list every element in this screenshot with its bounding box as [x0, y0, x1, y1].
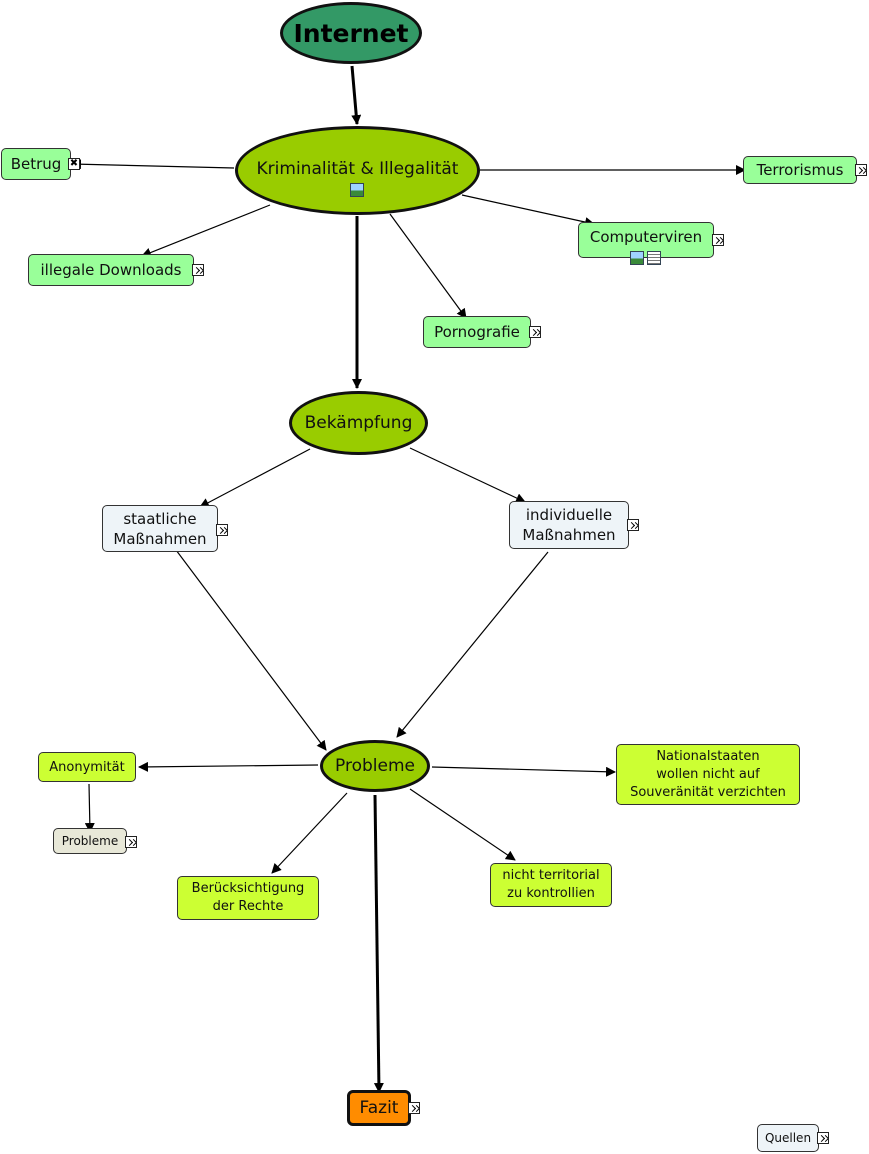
double-chevron-icon[interactable]: [627, 519, 639, 531]
link-probleme-fazit: [373, 794, 384, 1093]
concept-probleme[interactable]: Probleme: [320, 740, 430, 792]
concept-nationalstaaten[interactable]: Nationalstaaten wollen nicht auf Souverä…: [616, 744, 800, 805]
link-bekaempfung-individuelle: [409, 447, 526, 503]
concept-anonymitaet[interactable]: Anonymität: [38, 752, 136, 782]
link-individuelle-probleme: [396, 551, 549, 738]
concept-computerviren[interactable]: Computerviren: [578, 222, 714, 258]
concept-fazit[interactable]: Fazit: [347, 1090, 411, 1126]
link-kriminalitaet-pornografie: [389, 213, 467, 319]
double-chevron-icon[interactable]: [817, 1132, 829, 1144]
link-probleme-beruecksichtigung: [271, 792, 348, 874]
link-kriminalitaet-betrug: [71, 159, 235, 170]
concept-internet[interactable]: Internet: [280, 2, 422, 64]
concept-staatliche-label: staatliche Maßnahmen: [113, 509, 207, 548]
concept-pornografie-label: Pornografie: [434, 323, 520, 341]
concept-computerviren-label: Computerviren: [589, 228, 703, 246]
concept-nicht-territorial-label: nicht territorial zu kontrollien: [502, 868, 600, 901]
concept-terrorismus-label: Terrorismus: [756, 161, 844, 179]
double-chevron-icon[interactable]: [408, 1102, 420, 1114]
concept-beruecksichtigung[interactable]: Berücksichtigung der Rechte: [177, 876, 319, 920]
concept-fazit-label: Fazit: [359, 1098, 399, 1118]
link-probleme-nationalstaaten: [431, 766, 616, 777]
link-internet-kriminalitaet: [350, 65, 362, 125]
image-icon[interactable]: [350, 183, 364, 197]
concept-kriminalitaet[interactable]: Kriminalität & Illegalität: [235, 126, 480, 215]
concept-nicht-territorial[interactable]: nicht territorial zu kontrollien: [490, 863, 612, 907]
concept-quellen[interactable]: Quellen: [757, 1124, 819, 1152]
concept-quellen-label: Quellen: [764, 1131, 812, 1145]
concept-illegale-downloads[interactable]: illegale Downloads: [28, 254, 194, 286]
concept-bekaempfung-label: Bekämpfung: [304, 413, 413, 433]
link-anonymitaet-probleme: [84, 783, 95, 833]
concept-kriminalitaet-label: Kriminalität & Illegalität: [256, 159, 459, 179]
concept-pornografie[interactable]: Pornografie: [423, 316, 531, 348]
concept-nationalstaaten-label: Nationalstaaten wollen nicht auf Souverä…: [630, 748, 786, 800]
link-kriminalitaet-computerviren: [461, 194, 595, 227]
concept-betrug-label: Betrug: [10, 155, 62, 173]
double-chevron-icon[interactable]: [192, 264, 204, 276]
double-chevron-icon[interactable]: [216, 524, 228, 536]
concept-probleme-sub-label: Probleme: [61, 834, 119, 848]
document-icon[interactable]: [647, 251, 661, 265]
concept-individuelle-label: individuelle Maßnahmen: [522, 506, 616, 544]
concept-betrug[interactable]: Betrug: [1, 148, 71, 180]
concept-probleme-label: Probleme: [335, 756, 415, 776]
double-chevron-icon[interactable]: [529, 326, 541, 338]
double-chevron-icon[interactable]: [125, 836, 137, 848]
concept-illegale-downloads-label: illegale Downloads: [40, 261, 182, 279]
link-probleme-anonymitaet: [138, 761, 319, 772]
link-bekaempfung-staatliche: [199, 448, 311, 508]
concept-individuelle-massnahmen[interactable]: individuelle Maßnahmen: [509, 501, 629, 549]
link-staatliche-probleme: [175, 549, 327, 751]
link-probleme-territorial: [409, 788, 516, 861]
link-kriminalitaet-downloads: [141, 204, 271, 258]
concept-internet-label: Internet: [293, 18, 409, 48]
image-icon[interactable]: [630, 251, 644, 265]
concept-terrorismus[interactable]: Terrorismus: [743, 156, 857, 184]
double-chevron-icon[interactable]: [855, 164, 867, 176]
close-icon[interactable]: [68, 158, 80, 170]
concept-anonymitaet-label: Anonymität: [49, 759, 125, 775]
concept-probleme-sub[interactable]: Probleme: [53, 828, 127, 854]
double-chevron-icon[interactable]: [712, 234, 724, 246]
concept-beruecksichtigung-label: Berücksichtigung der Rechte: [191, 881, 305, 914]
concept-staatliche-massnahmen[interactable]: staatliche Maßnahmen: [102, 505, 218, 552]
concept-bekaempfung[interactable]: Bekämpfung: [289, 391, 428, 455]
